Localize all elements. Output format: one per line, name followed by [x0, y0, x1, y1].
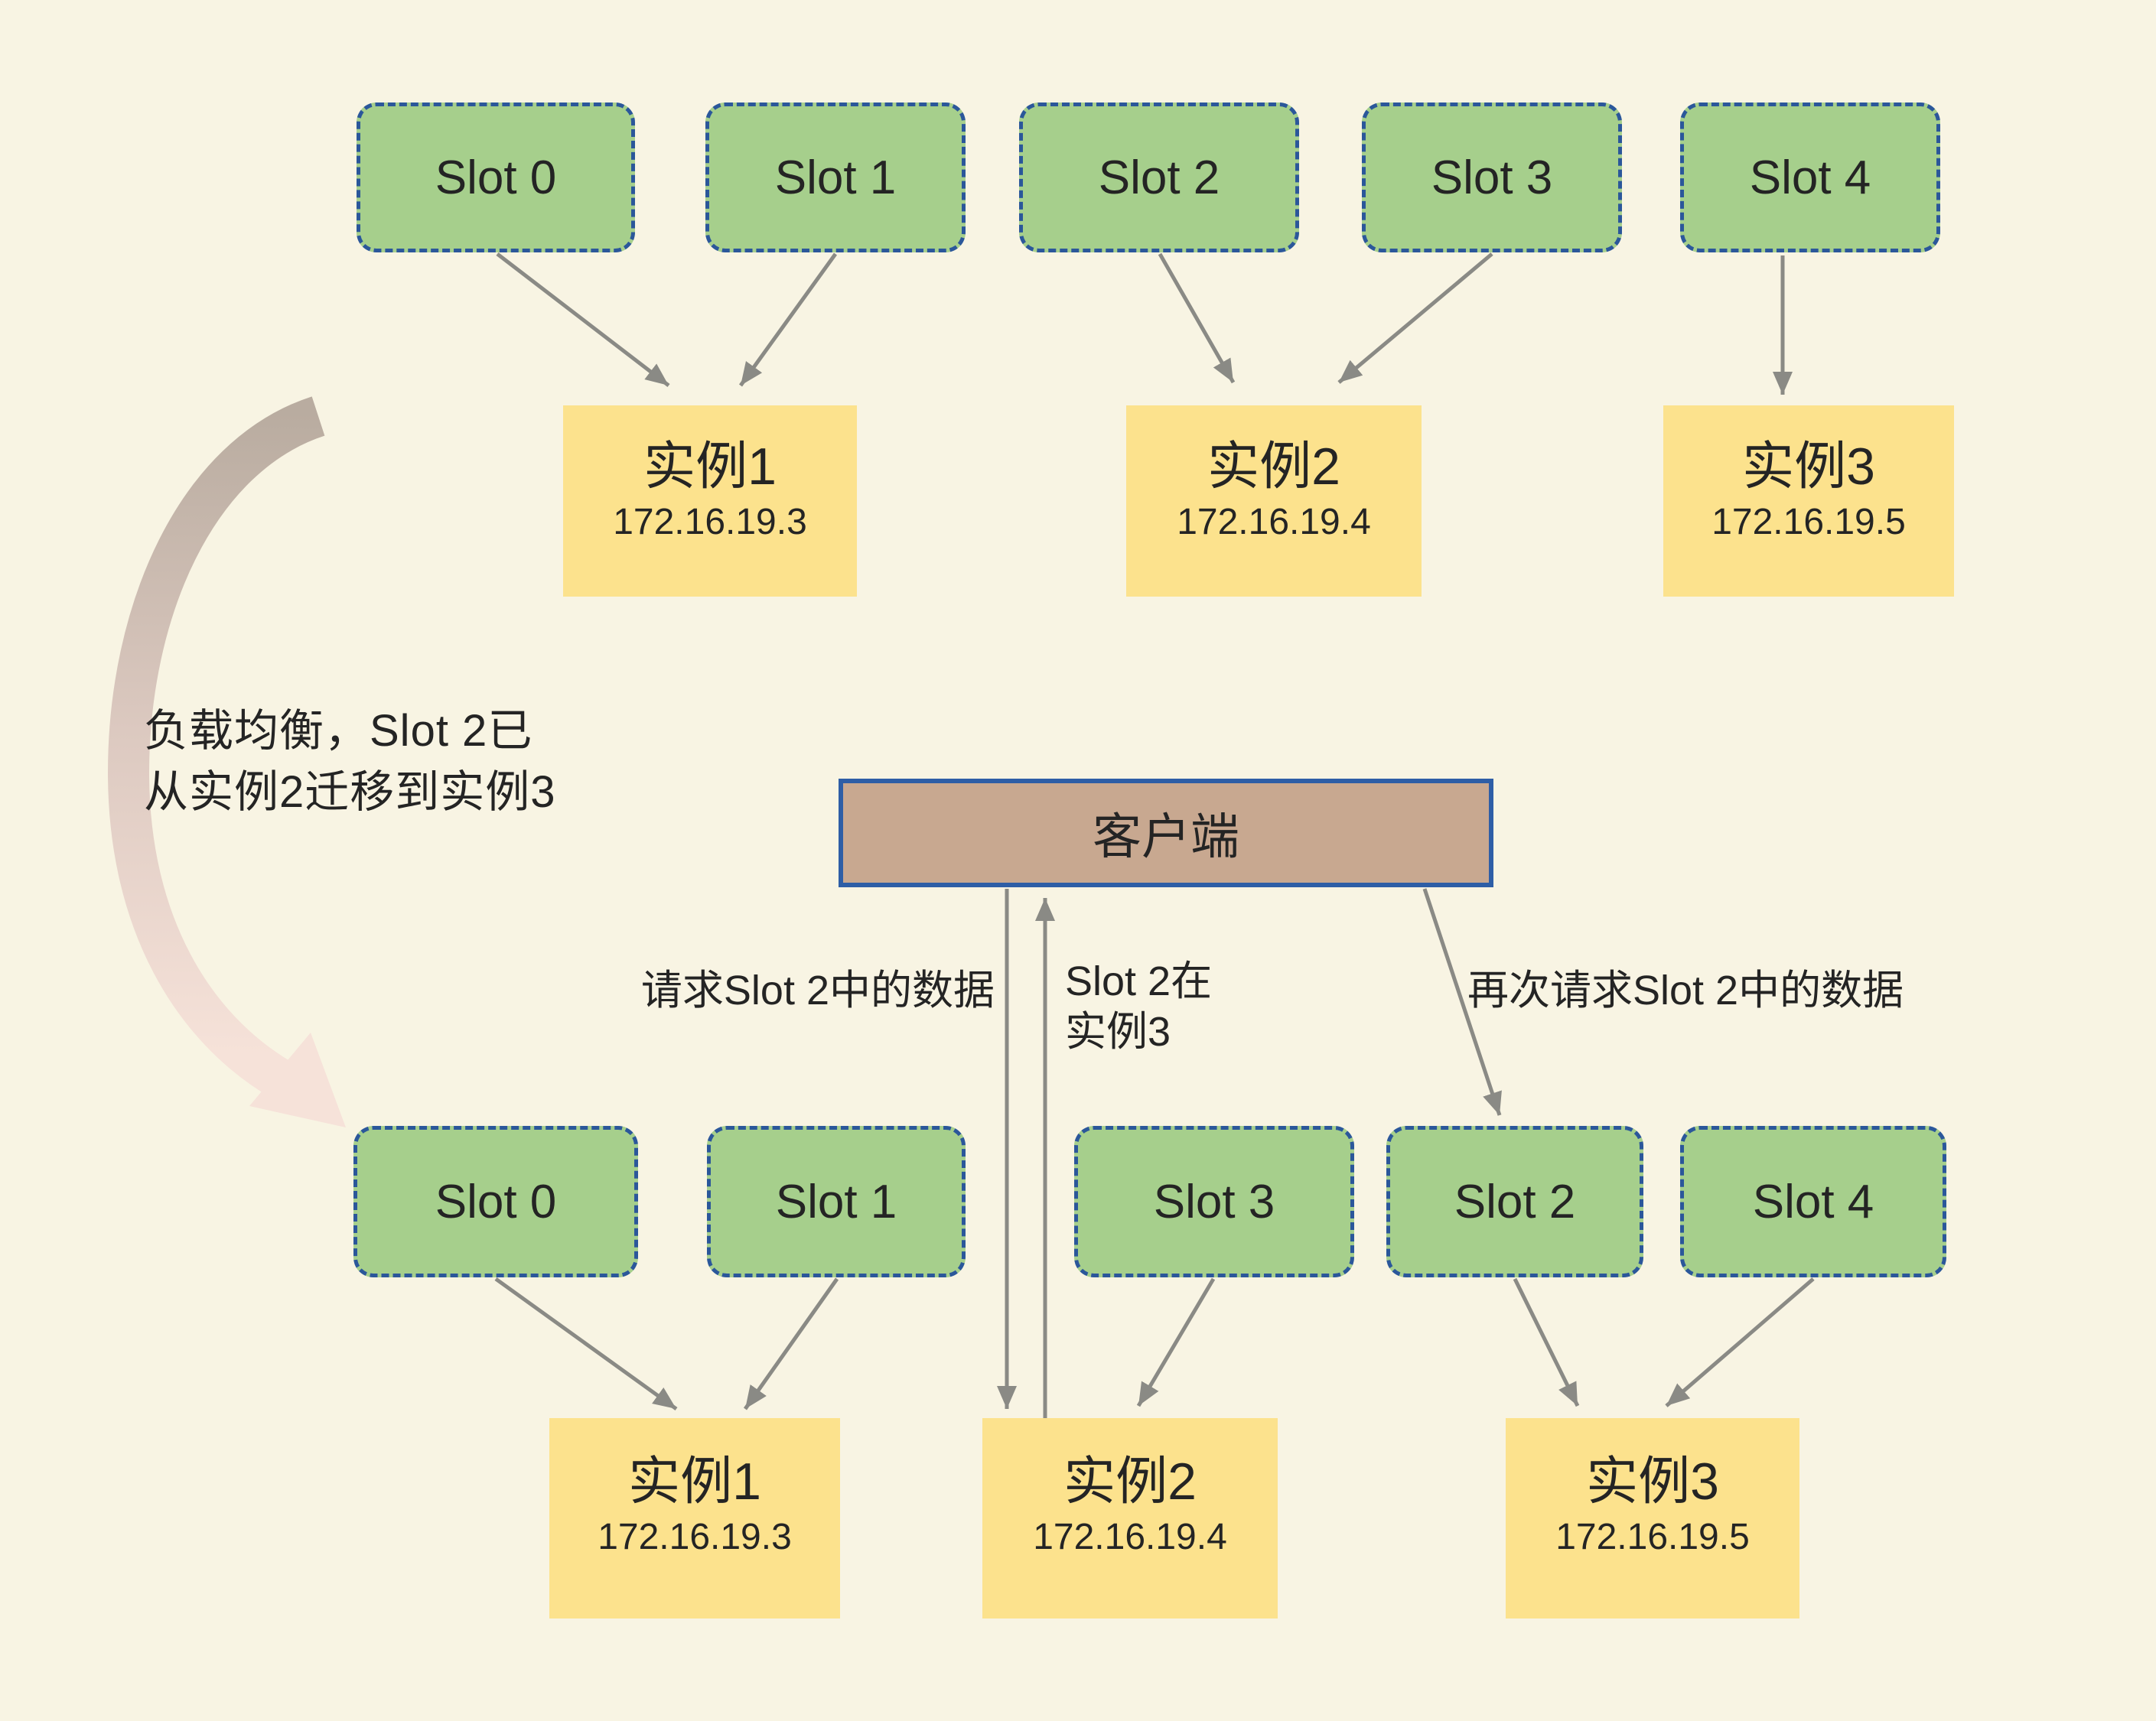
top-slot-0-label: Slot 0	[435, 151, 557, 204]
migration-curve-body	[107, 396, 325, 1098]
top-slot-1: Slot 1	[705, 102, 966, 252]
top-slot-3-label: Slot 3	[1431, 151, 1553, 204]
bottom-slot-1: Slot 1	[707, 1126, 966, 1277]
arrow-bottom-slot4-to-instance3	[1665, 1277, 1815, 1407]
bottom-instance-3: 实例3 172.16.19.5	[1506, 1418, 1799, 1619]
top-slot-2-label: Slot 2	[1098, 151, 1220, 204]
bottom-instance-1: 实例1 172.16.19.3	[549, 1418, 840, 1619]
bottom-slot-1-label: Slot 1	[775, 1175, 897, 1228]
bottom-instance-3-name: 实例3	[1586, 1453, 1719, 1511]
arrow-top-slot1-to-instance1	[738, 252, 838, 387]
top-instance-3-name: 实例3	[1742, 438, 1875, 496]
client-box: 客户端	[839, 779, 1493, 887]
bottom-slot-2: Slot 2	[1386, 1126, 1643, 1277]
top-instance-2-name: 实例2	[1207, 438, 1340, 496]
re-request-label: 再次请求Slot 2中的数据	[1467, 968, 1904, 1013]
bottom-slot-0: Slot 0	[353, 1126, 638, 1277]
top-instance-1-ip: 172.16.19.3	[613, 502, 807, 542]
slot2-location-line1: Slot 2在	[1065, 958, 1213, 1004]
client-label: 客户端	[1093, 809, 1239, 864]
arrow-bottom-slot2-to-instance3	[1513, 1277, 1580, 1407]
request-label: 请求Slot 2中的数据	[640, 968, 995, 1013]
bottom-instance-1-name: 实例1	[628, 1453, 761, 1511]
slot2-location-line2: 实例3	[1065, 1009, 1171, 1055]
slot2-location-label: Slot 2在 实例3	[1065, 956, 1212, 1057]
bottom-slot-2-label: Slot 2	[1454, 1175, 1576, 1228]
top-slot-3: Slot 3	[1362, 102, 1622, 252]
top-instance-1: 实例1 172.16.19.3	[563, 405, 857, 597]
top-slot-4: Slot 4	[1680, 102, 1940, 252]
bottom-instance-1-ip: 172.16.19.3	[598, 1517, 792, 1557]
top-instance-3: 实例3 172.16.19.5	[1663, 405, 1954, 597]
bottom-slot-0-label: Slot 0	[435, 1175, 557, 1228]
bottom-instance-3-ip: 172.16.19.5	[1555, 1517, 1750, 1557]
top-instance-1-name: 实例1	[643, 438, 777, 496]
bottom-slot-3: Slot 3	[1074, 1126, 1354, 1277]
bottom-instance-2-name: 实例2	[1063, 1453, 1197, 1511]
arrow-top-slot2-to-instance2	[1158, 252, 1236, 384]
arrow-bottom-slot0-to-instance1	[494, 1277, 678, 1411]
arrow-bottom-slot1-to-instance1	[743, 1277, 839, 1410]
bottom-slot-4: Slot 4	[1680, 1126, 1946, 1277]
top-instance-2: 实例2 172.16.19.4	[1126, 405, 1422, 597]
top-slot-0: Slot 0	[357, 102, 635, 252]
migration-curve-arrowhead-icon	[249, 1033, 346, 1127]
top-slot-1-label: Slot 1	[774, 151, 897, 204]
bottom-slot-4-label: Slot 4	[1752, 1175, 1874, 1228]
arrow-top-slot0-to-instance1	[496, 252, 670, 387]
top-instance-3-ip: 172.16.19.5	[1711, 502, 1906, 542]
bottom-instance-2-ip: 172.16.19.4	[1033, 1517, 1227, 1557]
top-instance-2-ip: 172.16.19.4	[1177, 502, 1371, 542]
migration-curved-arrow	[107, 396, 346, 1127]
bottom-instance-2: 实例2 172.16.19.4	[982, 1418, 1278, 1619]
top-slot-2: Slot 2	[1019, 102, 1299, 252]
arrow-bottom-slot3-to-instance2	[1136, 1277, 1216, 1407]
migration-note-line1: 负载均衡，Slot 2已	[144, 706, 533, 756]
arrow-top-slot3-to-instance2	[1337, 252, 1493, 384]
top-slot-4-label: Slot 4	[1749, 151, 1871, 204]
bottom-slot-3-label: Slot 3	[1153, 1175, 1275, 1228]
migration-note-line2: 从实例2迁移到实例3	[144, 767, 556, 817]
migration-note: 负载均衡，Slot 2已 从实例2迁移到实例3	[144, 701, 556, 823]
arrow-client-rerequest-to-slot2	[1422, 888, 1502, 1116]
